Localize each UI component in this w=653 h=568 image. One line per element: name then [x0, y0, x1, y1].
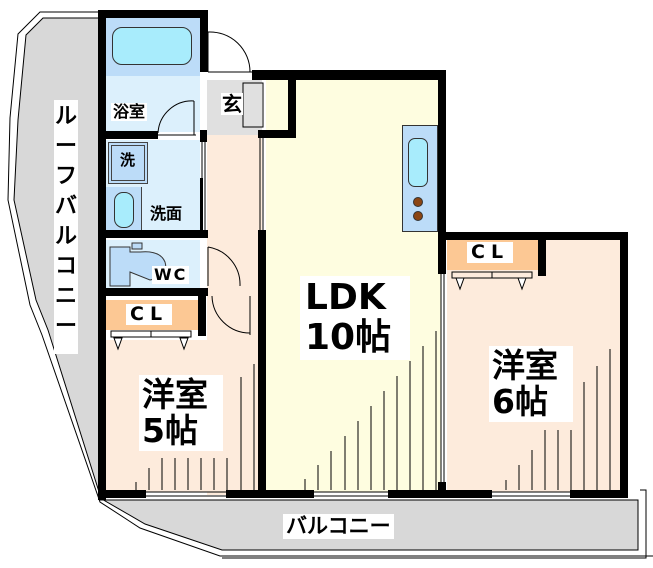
wall: [98, 230, 208, 238]
bathroom-label: 浴室: [111, 102, 148, 121]
wall: [200, 130, 207, 142]
wall: [98, 490, 146, 498]
wall: [288, 70, 296, 138]
closet-left-label: CL: [126, 304, 173, 325]
toilet-label: WC: [152, 265, 190, 284]
wall: [98, 10, 106, 500]
western-room-5-name: 洋室: [142, 375, 208, 414]
kitchen-sink-icon: [408, 138, 428, 187]
wall: [570, 490, 628, 498]
wall: [620, 232, 628, 498]
wall: [198, 288, 206, 336]
ldk-name: LDK: [305, 277, 386, 318]
entrance-label: 玄: [221, 92, 243, 116]
sink-icon: [114, 192, 134, 228]
wall: [200, 10, 208, 72]
wall: [438, 232, 446, 274]
wall: [538, 232, 546, 276]
wall: [252, 70, 442, 80]
western-room-6-size: 6帖: [492, 382, 548, 421]
western-room-5-label: 洋室 5帖: [139, 375, 223, 451]
western-room-6-name: 洋室: [492, 346, 558, 385]
wall: [98, 131, 158, 139]
wall: [258, 130, 296, 138]
stove-burner-icon: [413, 197, 423, 207]
wall: [388, 490, 492, 498]
balcony-label: バルコニー: [283, 514, 394, 539]
wall: [438, 232, 628, 240]
wall: [226, 490, 314, 498]
washer-label: 洗: [120, 151, 136, 169]
western-room-5-size: 5帖: [142, 411, 198, 450]
washroom-label: 洗面: [150, 204, 183, 223]
wall: [438, 70, 446, 232]
ldk-size: 10帖: [305, 317, 392, 358]
closet-right-label: CL: [467, 242, 514, 263]
wall: [258, 230, 266, 498]
bathtub-icon: [112, 27, 192, 65]
stove-burner-icon: [413, 211, 423, 221]
wall: [98, 288, 208, 296]
ldk-label: LDK 10帖: [300, 276, 410, 360]
washer-icon: [108, 142, 148, 184]
western-room-6-label: 洋室 6帖: [489, 346, 573, 422]
wall: [98, 10, 208, 18]
roof-balcony-label: ルーフバルコニー: [54, 100, 78, 354]
